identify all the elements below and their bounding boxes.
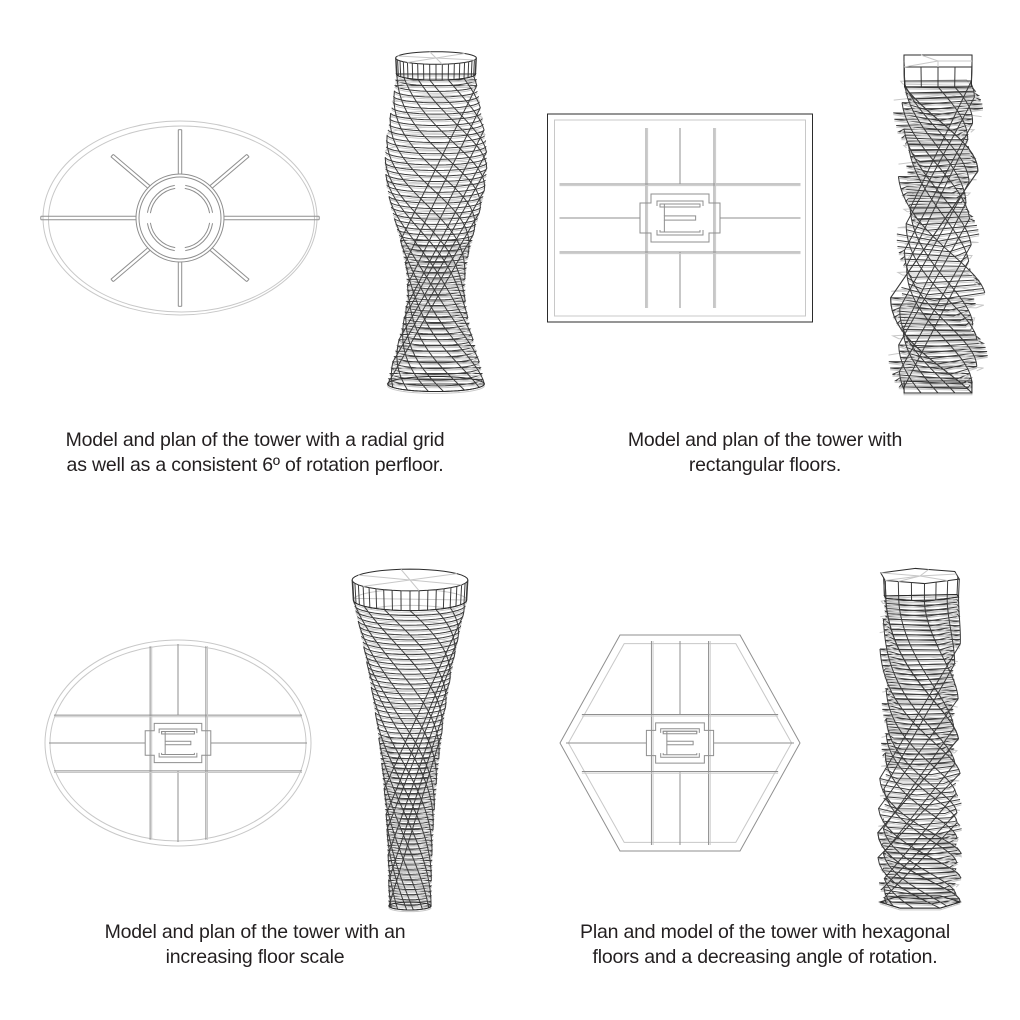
- floor-plan-rectangular-grid: [538, 110, 828, 340]
- panel-caption: Plan and model of the tower with hexagon…: [580, 921, 950, 968]
- study-panel-increasing-scale: Model and plan of the tower with an incr…: [0, 510, 510, 1020]
- study-panel-radial-grid: Model and plan of the tower with a radia…: [0, 0, 510, 510]
- floor-plan-elliptical-grid: [38, 635, 338, 860]
- tower-model-flared: [310, 568, 515, 925]
- tower-model-hexagonal-twisted: [840, 567, 1005, 918]
- floor-plan-hexagonal-grid: [552, 634, 822, 860]
- floor-plan-radial-grid: [35, 115, 335, 330]
- tower-model-elliptical-twisted: [358, 51, 523, 402]
- panel-caption: Model and plan of the tower with a radia…: [65, 429, 445, 476]
- tower-model-rectangular-twisted: [852, 54, 1020, 405]
- panel-caption: Model and plan of the tower with rectang…: [627, 429, 903, 476]
- study-panel-hexagonal: Plan and model of the tower with hexagon…: [510, 510, 1020, 1020]
- panel-caption: Model and plan of the tower with an incr…: [104, 921, 406, 968]
- study-panel-rectangular: Model and plan of the tower with rectang…: [510, 0, 1020, 510]
